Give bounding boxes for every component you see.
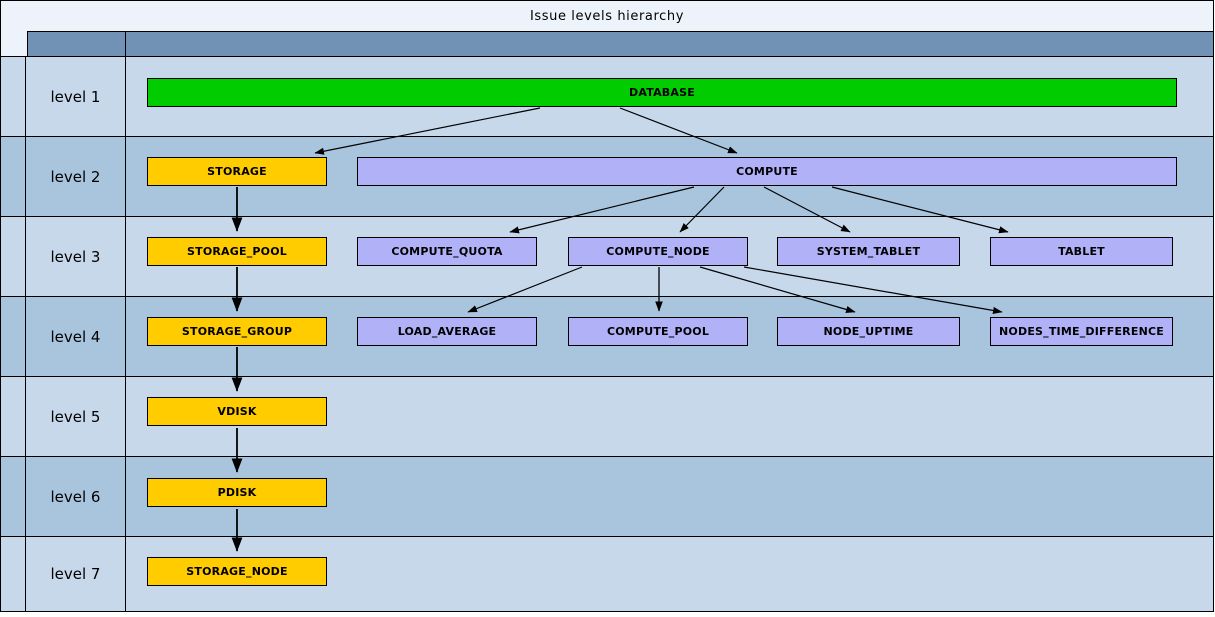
- level-label-7: level 7: [26, 537, 126, 611]
- row-main-cell: [126, 377, 1213, 456]
- row-strip-cell: [1, 537, 26, 611]
- level-label-3: level 3: [26, 217, 126, 296]
- level-label-1: level 1: [26, 57, 126, 136]
- row-main-cell: [126, 297, 1213, 376]
- table-header-row: [1, 31, 1213, 56]
- row-main-cell: [126, 137, 1213, 216]
- level-row-7: level 7: [1, 537, 1213, 611]
- header-cell-levels: [27, 31, 126, 56]
- header-cell-main: [126, 31, 1213, 56]
- level-row-6: level 6: [1, 457, 1213, 537]
- level-row-1: level 1: [1, 57, 1213, 137]
- row-strip-cell: [1, 377, 26, 456]
- row-main-cell: [126, 457, 1213, 536]
- row-main-cell: [126, 217, 1213, 296]
- row-strip-cell: [1, 217, 26, 296]
- row-strip-cell: [1, 297, 26, 376]
- level-row-5: level 5: [1, 377, 1213, 457]
- row-strip-cell: [1, 137, 26, 216]
- row-main-cell: [126, 537, 1213, 611]
- diagram-title-bar: Issue levels hierarchy: [1, 1, 1213, 31]
- diagram-title: Issue levels hierarchy: [529, 8, 685, 24]
- level-label-5: level 5: [26, 377, 126, 456]
- level-label-6: level 6: [26, 457, 126, 536]
- row-strip-cell: [1, 57, 26, 136]
- level-label-4: level 4: [26, 297, 126, 376]
- level-row-2: level 2: [1, 137, 1213, 217]
- row-main-cell: [126, 57, 1213, 136]
- header-spacer: [1, 31, 27, 56]
- level-label-2: level 2: [26, 137, 126, 216]
- row-strip-cell: [1, 457, 26, 536]
- level-row-4: level 4: [1, 297, 1213, 377]
- level-row-3: level 3: [1, 217, 1213, 297]
